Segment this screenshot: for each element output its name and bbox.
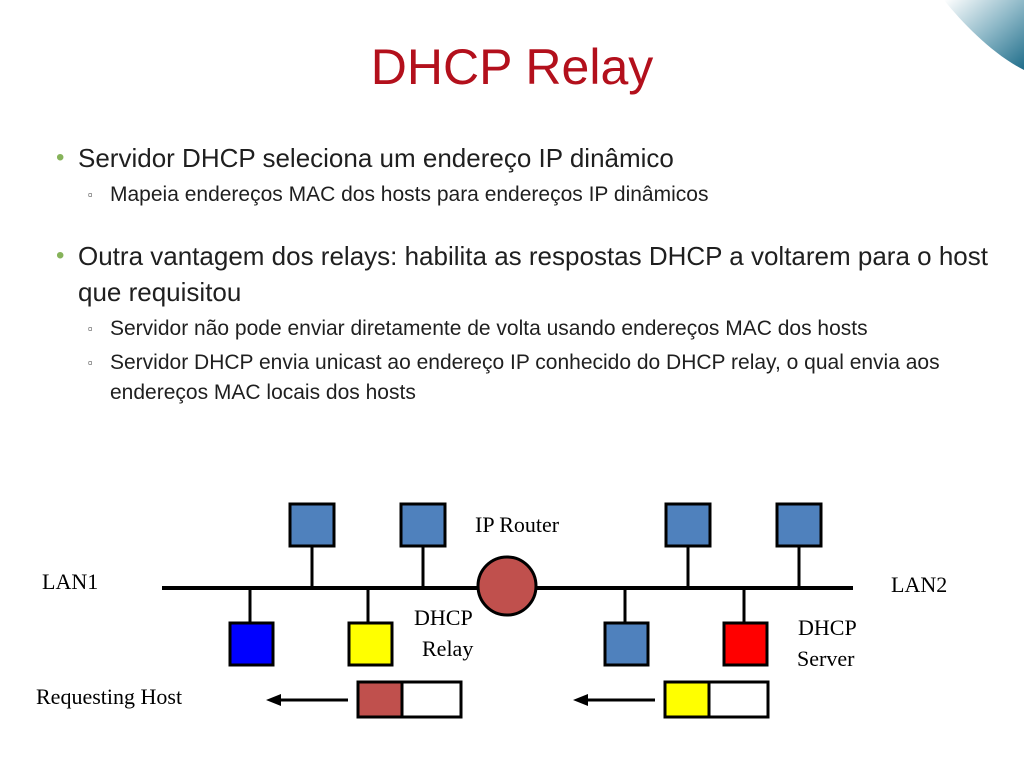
dhcp-relay-label-line1: DHCP	[414, 605, 473, 630]
dhcp-server-label-line2: Server	[797, 646, 855, 671]
relay-packet	[356, 680, 463, 719]
corner-decoration	[944, 0, 1024, 70]
top-host-2	[399, 502, 447, 588]
bullet-list: Servidor DHCP seleciona um endereço IP d…	[56, 140, 1006, 408]
slide-title: DHCP Relay	[370, 39, 654, 95]
server-packet	[663, 680, 770, 719]
top-host-4	[775, 502, 823, 588]
dhcp-server-label-line1: DHCP	[798, 615, 857, 640]
sub-bullet-item: Mapeia endereços MAC dos hosts para ende…	[88, 180, 1006, 210]
top-host-1	[288, 502, 336, 588]
network-diagram: LAN1 LAN2 IP Router DHCP Relay DHCP Serv…	[36, 502, 947, 719]
requesting-host-label: Requesting Host	[36, 684, 182, 709]
bullet-item: Outra vantagem dos relays: habilita as r…	[56, 238, 1006, 310]
ip-router-node	[476, 555, 538, 617]
sub-bullet-item: Servidor DHCP envia unicast ao endereço …	[88, 348, 1006, 408]
top-host-3	[664, 502, 712, 588]
dhcp-server-node	[722, 588, 769, 667]
ip-router-label: IP Router	[475, 512, 560, 537]
dhcp-relay-label-line2: Relay	[422, 636, 473, 661]
right-arrow	[573, 694, 655, 706]
sub-bullet-item: Servidor não pode enviar diretamente de …	[88, 314, 1006, 344]
dhcp-relay-node	[347, 588, 394, 667]
bullet-item: Servidor DHCP seleciona um endereço IP d…	[56, 140, 1006, 176]
lan1-label: LAN1	[42, 569, 98, 594]
left-arrow	[266, 694, 348, 706]
bottom-host-lan2	[603, 588, 650, 667]
lan2-label: LAN2	[891, 572, 947, 597]
requesting-host-node	[228, 588, 275, 667]
